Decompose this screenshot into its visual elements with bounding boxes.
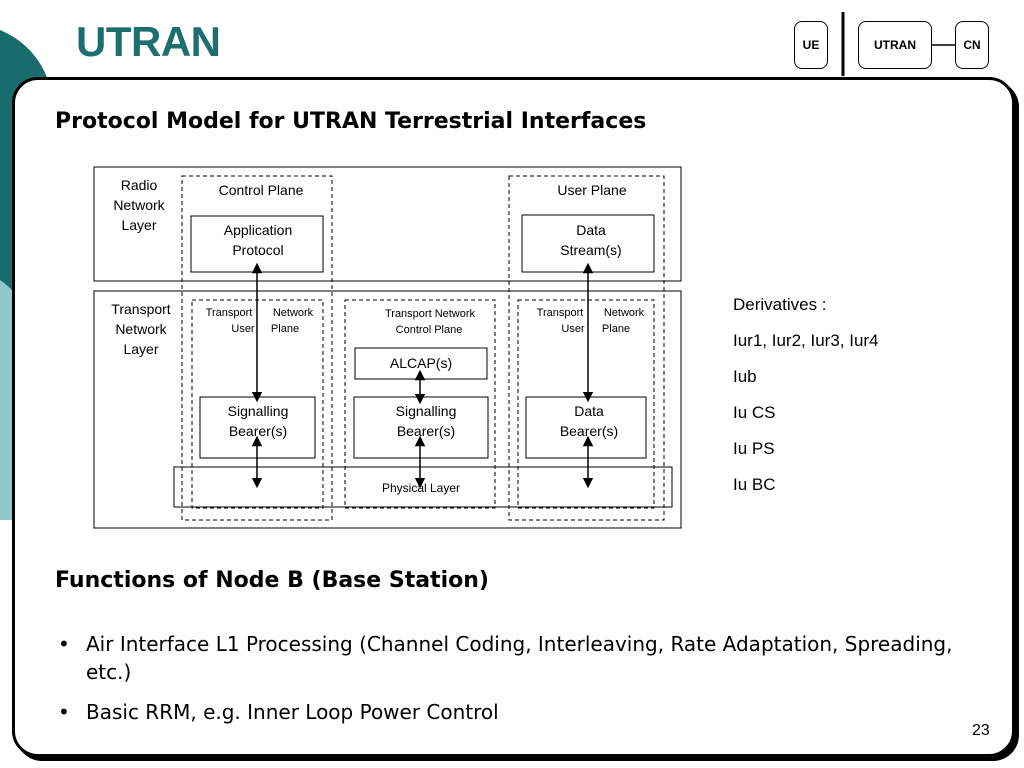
bullet-icon: • [58,700,70,724]
signalling-bearer-left-label-line1: Signalling [228,403,289,419]
physical-layer-label: Physical Layer [382,481,460,495]
application-protocol-box [190,215,324,273]
tn-user-plane-right-label-transport: Transport [537,307,584,319]
transport-network-layer-label-line3: Layer [123,341,158,357]
control-plane-frame [181,175,333,521]
tn-control-plane-label-line2: Control Plane [396,324,463,336]
nav-cn-button[interactable]: CN [955,21,989,69]
derivatives-label: Derivatives : [733,295,827,314]
data-streams-label-line1: Data [576,222,606,238]
derivative-item: Iub [733,367,757,386]
section-heading-protocol-model: Protocol Model for UTRAN Terrestrial Int… [55,109,647,134]
signalling-bearer-left-label-line2: Bearer(s) [229,423,287,439]
section-heading-node-b-functions: Functions of Node B (Base Station) [55,568,489,593]
list-item-text: Air Interface L1 Processing (Channel Cod… [86,632,953,684]
data-streams-box [521,214,655,273]
alcap-label: ALCAP(s) [390,355,452,371]
radio-network-layer-label-line2: Network [113,197,165,213]
tn-user-plane-left-label-network: Network [273,307,314,319]
bullet-icon: • [58,632,70,656]
page-title: UTRAN [76,18,221,65]
tn-user-plane-right-frame [517,299,655,509]
derivative-item: Iu CS [733,403,776,422]
transport-network-layer-frame [93,290,682,529]
radio-network-layer-label-line3: Layer [121,217,156,233]
nav-utran-button[interactable]: UTRAN [858,21,932,69]
tn-user-plane-right-label-user: User [561,323,585,335]
nav-ue-button[interactable]: UE [794,21,828,69]
derivative-item: Iur1, Iur2, Iur3, Iur4 [733,331,879,350]
tn-user-plane-left-label-user: User [231,323,255,335]
transport-network-layer-label-line2: Network [115,321,167,337]
data-bearer-label-line2: Bearer(s) [560,423,618,439]
list-item: • Basic RRM, e.g. Inner Loop Power Contr… [58,698,978,726]
derivatives-list: Derivatives : Iur1, Iur2, Iur3, Iur4 Iub… [733,294,879,510]
application-protocol-label-line2: Protocol [232,242,283,258]
signalling-bearer-mid-label-line2: Bearer(s) [397,423,455,439]
data-streams-label-line2: Stream(s) [560,242,621,258]
signalling-bearer-mid-label-line1: Signalling [396,403,457,419]
list-item: • Air Interface L1 Processing (Channel C… [58,630,978,686]
user-plane-label: User Plane [557,182,626,198]
tn-user-plane-left-label-transport: Transport [206,307,253,319]
derivative-item: Iu BC [733,475,776,494]
data-bearer-label-line1: Data [574,403,604,419]
control-plane-label: Control Plane [219,182,304,198]
tn-control-plane-frame [344,299,496,509]
content-panel [12,77,1015,757]
tn-user-plane-right-label-plane: Plane [602,323,630,335]
radio-network-layer-frame [93,166,682,282]
list-item-text: Basic RRM, e.g. Inner Loop Power Control [86,700,499,724]
tn-control-plane-label-line1: Transport Network [385,308,476,320]
page-number: 23 [972,722,990,739]
tn-user-plane-left-label-plane: Plane [271,323,299,335]
application-protocol-label-line1: Application [224,222,293,238]
tn-user-plane-right-label-network: Network [604,307,645,319]
node-b-functions-list: • Air Interface L1 Processing (Channel C… [58,630,978,738]
derivative-item: Iu PS [733,439,775,458]
user-plane-frame [508,175,665,521]
radio-network-layer-label-line1: Radio [121,177,158,193]
transport-network-layer-label-line1: Transport [111,301,171,317]
